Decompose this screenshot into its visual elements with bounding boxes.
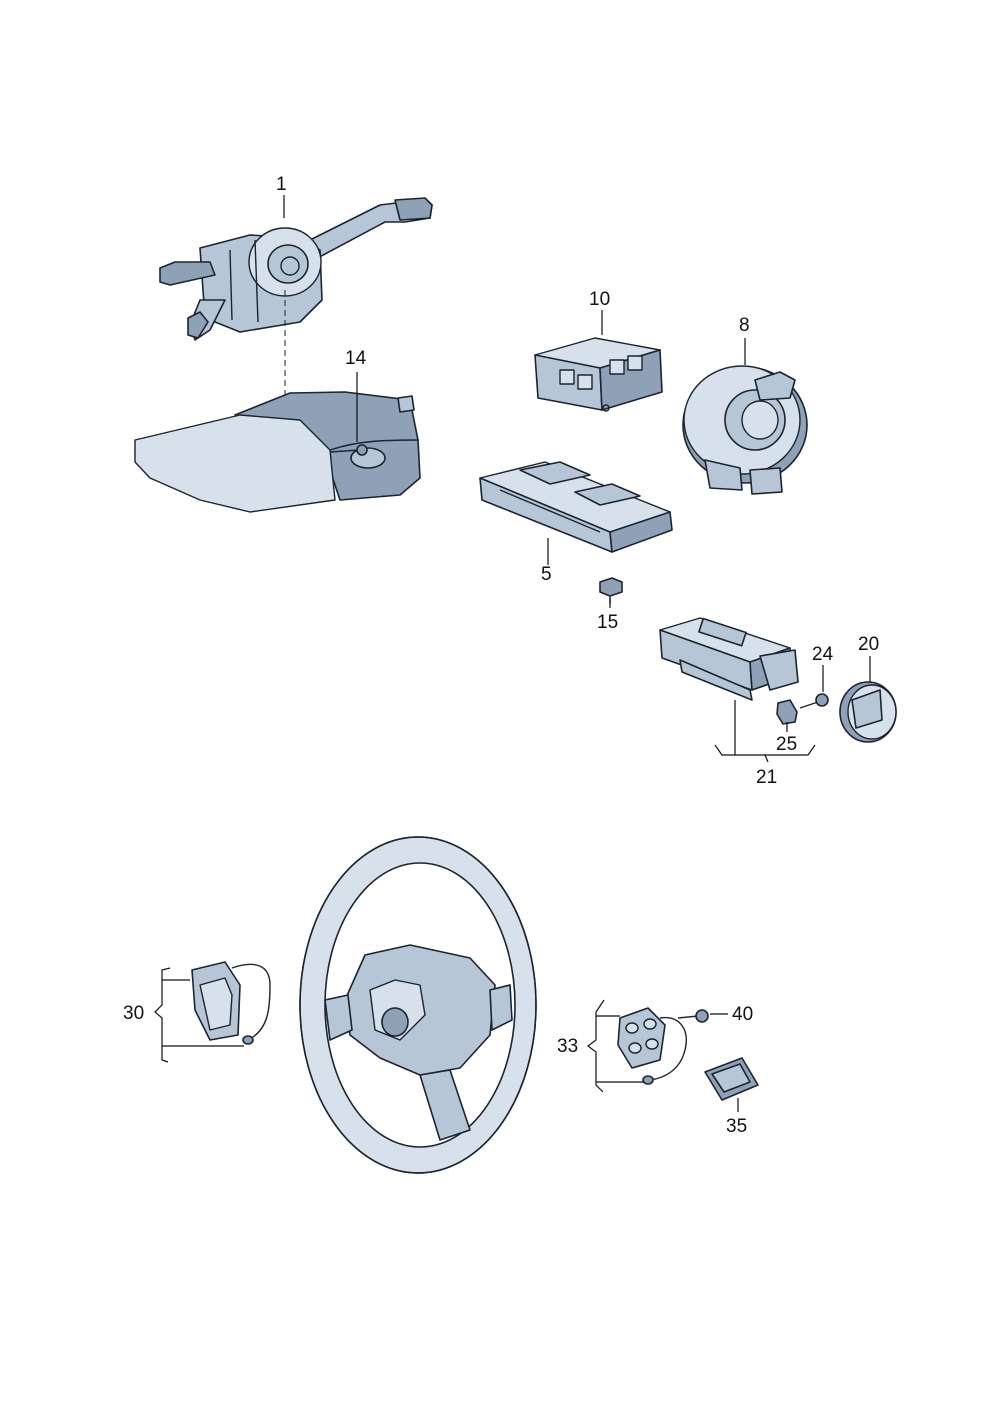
callout-30: 30: [123, 1003, 144, 1024]
part-20-cover[interactable]: [839, 681, 897, 743]
part-24-bolt[interactable]: [799, 693, 829, 709]
callout-21: 21: [756, 767, 777, 788]
part-5-control-unit[interactable]: [479, 461, 673, 553]
part-8-clock-spring[interactable]: [682, 365, 808, 495]
callout-20: 20: [858, 634, 879, 655]
bracket-21: [714, 700, 816, 763]
callout-33: 33: [557, 1036, 578, 1057]
callout-1: 1: [276, 174, 287, 195]
part-21-control-module[interactable]: [659, 617, 799, 701]
callout-25: 25: [776, 734, 797, 755]
steering-wheel[interactable]: [299, 836, 537, 1174]
callout-8: 8: [739, 315, 750, 336]
callout-24: 24: [812, 644, 834, 665]
bracket-30: [154, 967, 244, 1063]
callout-10: 10: [589, 289, 610, 310]
callout-14: 14: [345, 348, 367, 369]
callout-35: 35: [726, 1116, 747, 1137]
part-35-switch[interactable]: [704, 1057, 759, 1101]
callout-15: 15: [597, 612, 618, 633]
part-25-nut[interactable]: [776, 699, 798, 725]
part-10-relay-holder[interactable]: [534, 337, 663, 412]
part-33-multifunction-button[interactable]: [617, 1007, 687, 1085]
part-40-screw[interactable]: [677, 1009, 709, 1023]
part-15-screw[interactable]: [599, 577, 623, 604]
callout-40: 40: [732, 1004, 753, 1025]
bracket-33: [587, 999, 644, 1093]
part-1-steering-column-switch[interactable]: [159, 197, 433, 341]
part-30-multifunction-button[interactable]: [191, 961, 271, 1045]
part-14-steering-column-trim[interactable]: [134, 391, 421, 513]
callout-5: 5: [541, 564, 552, 585]
